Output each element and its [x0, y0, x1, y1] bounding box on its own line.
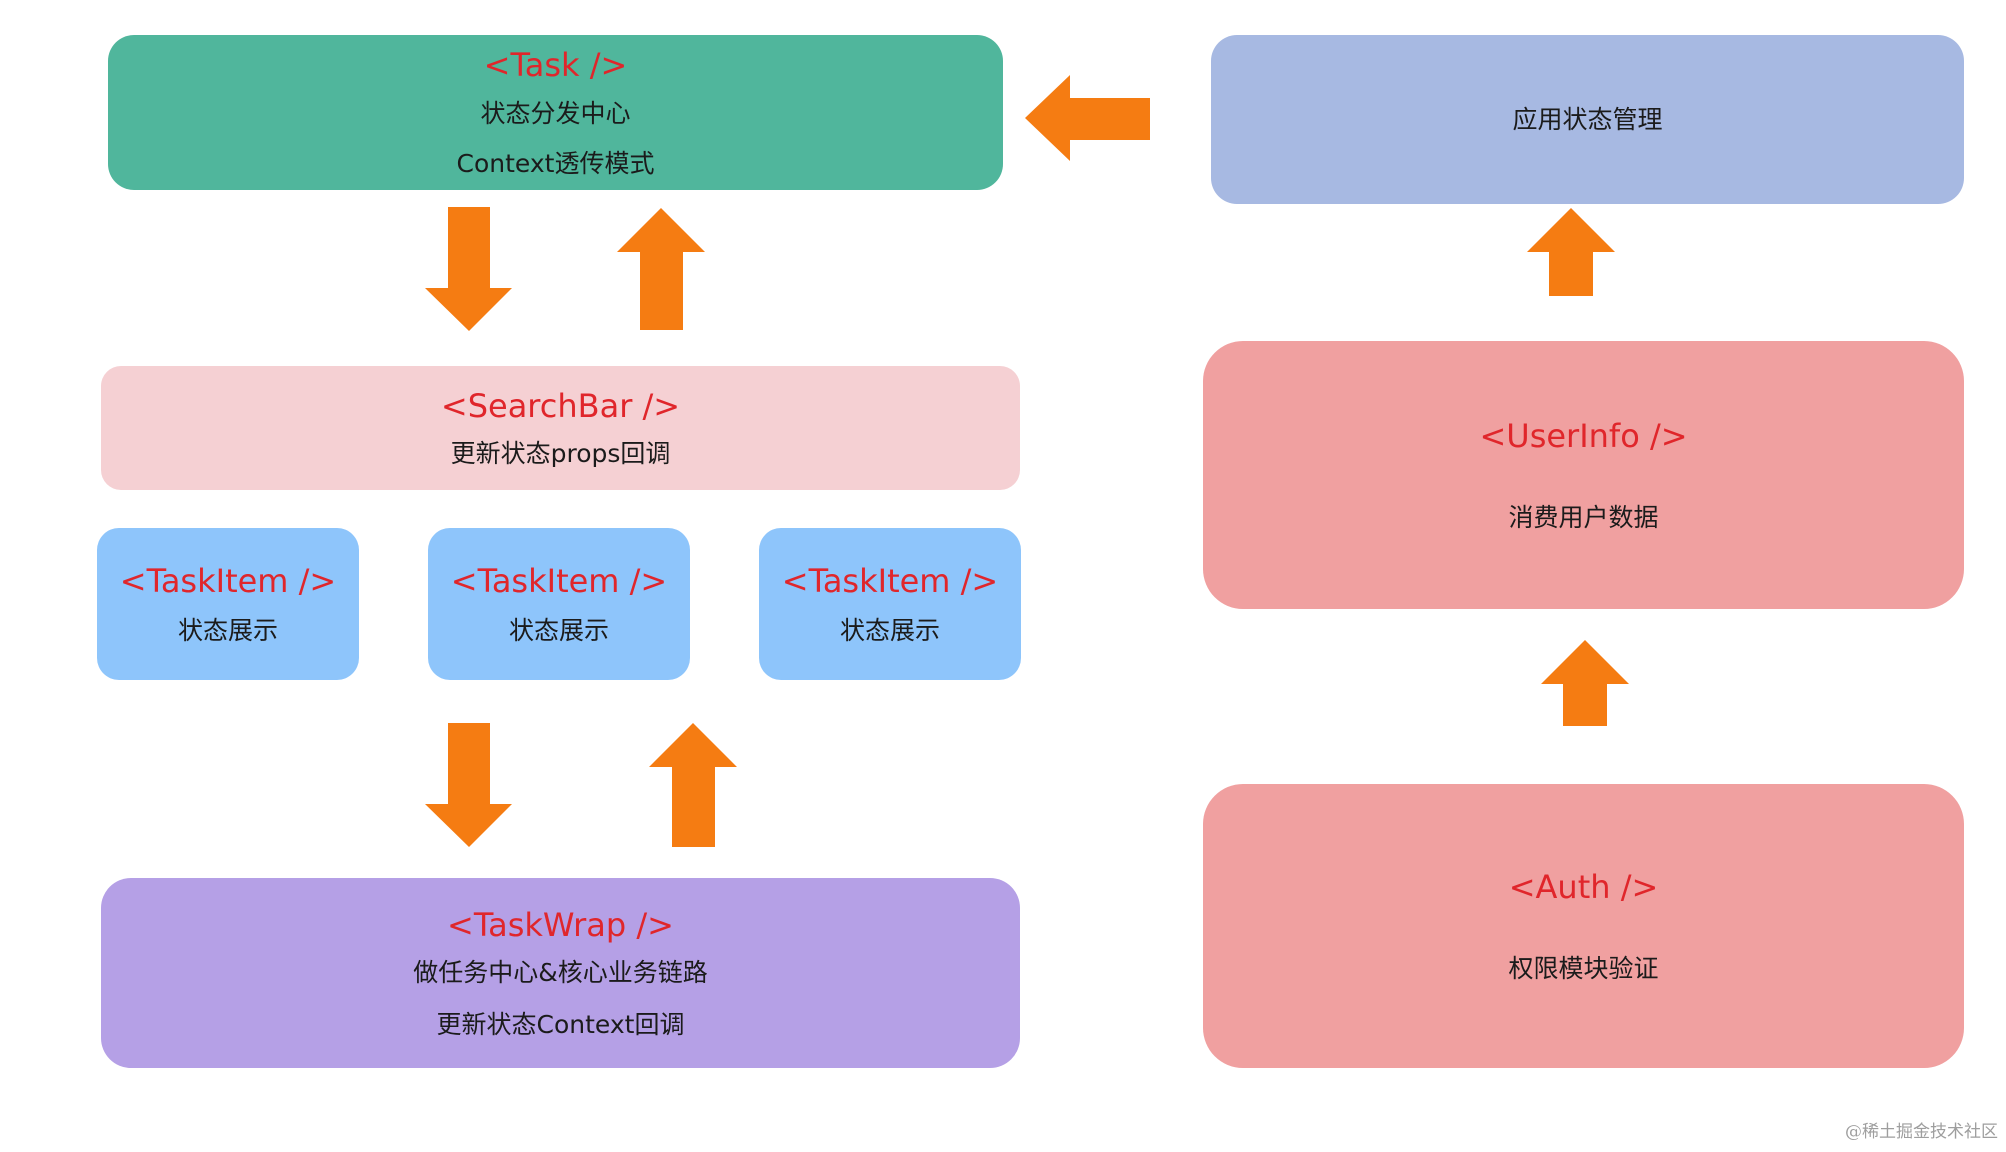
watermark: @稀土掘金技术社区 — [1845, 1122, 1998, 1142]
taskwrap-desc-2: 更新状态Context回调 — [436, 1010, 685, 1040]
taskitem-node: <TaskItem /> 状态展示 — [428, 528, 690, 680]
taskitem-title: <TaskItem /> — [450, 561, 668, 600]
taskitem-title: <TaskItem /> — [781, 561, 999, 600]
searchbar-node: <SearchBar /> 更新状态props回调 — [101, 366, 1020, 490]
arrow-down-icon — [425, 207, 512, 331]
arrow-up-icon — [1541, 640, 1629, 726]
arrow-down-icon — [425, 723, 512, 847]
task-desc-2: Context透传模式 — [456, 148, 655, 178]
taskwrap-node: <TaskWrap /> 做任务中心&核心业务链路 更新状态Context回调 — [101, 878, 1020, 1068]
taskwrap-desc-1: 做任务中心&核心业务链路 — [413, 958, 708, 988]
arrow-up-icon — [1527, 208, 1615, 296]
app-state-node: 应用状态管理 — [1211, 35, 1964, 204]
searchbar-title: <SearchBar /> — [440, 386, 681, 425]
taskwrap-title: <TaskWrap /> — [447, 905, 674, 944]
task-node: <Task /> 状态分发中心 Context透传模式 — [108, 35, 1003, 190]
auth-title: <Auth /> — [1508, 867, 1659, 906]
userinfo-desc: 消费用户数据 — [1508, 503, 1659, 533]
taskitem-title: <TaskItem /> — [119, 561, 337, 600]
auth-node: <Auth /> 权限模块验证 — [1203, 784, 1964, 1068]
taskitem-node: <TaskItem /> 状态展示 — [759, 528, 1021, 680]
taskitem-desc: 状态展示 — [839, 616, 940, 646]
taskitem-node: <TaskItem /> 状态展示 — [97, 528, 359, 680]
taskitem-desc: 状态展示 — [508, 616, 609, 646]
userinfo-node: <UserInfo /> 消费用户数据 — [1203, 341, 1964, 609]
arrow-up-icon — [649, 723, 737, 847]
auth-desc: 权限模块验证 — [1508, 954, 1659, 984]
searchbar-desc: 更新状态props回调 — [450, 439, 671, 469]
taskitem-desc: 状态展示 — [177, 616, 278, 646]
task-title: <Task /> — [483, 46, 628, 85]
app-state-label: 应用状态管理 — [1512, 104, 1663, 134]
arrow-up-icon — [617, 208, 705, 330]
userinfo-title: <UserInfo /> — [1479, 416, 1688, 455]
arrow-left-icon — [1025, 75, 1150, 161]
task-desc-1: 状态分发中心 — [480, 98, 631, 128]
